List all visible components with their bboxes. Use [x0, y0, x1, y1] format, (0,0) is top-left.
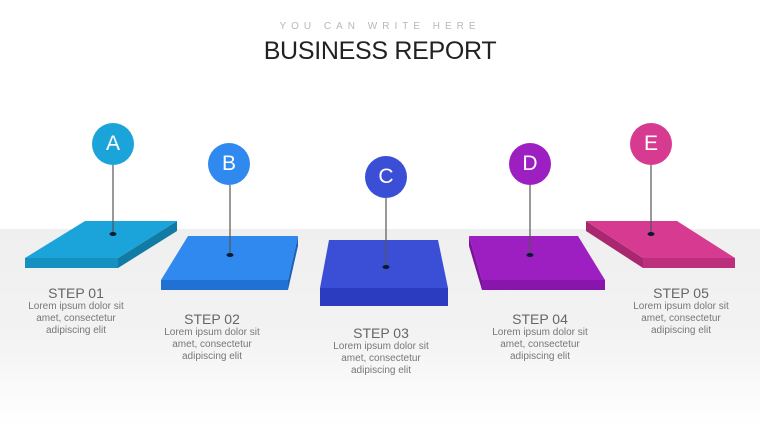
step-4: STEP 04 Lorem ipsum dolor sit amet, cons…: [475, 311, 605, 363]
platform-e: [586, 165, 735, 268]
step-desc-line: Lorem ipsum dolor sit: [28, 301, 124, 312]
step-title: STEP 05: [653, 285, 709, 301]
marker-a: A: [92, 123, 134, 165]
platform-c: [320, 198, 448, 306]
platform-b: [161, 185, 298, 290]
step-desc-line: Lorem ipsum dolor sit: [633, 301, 729, 312]
step-desc-line: Lorem ipsum dolor sit: [333, 341, 429, 352]
step-desc-line: adipiscing elit: [509, 351, 571, 362]
marker-d: D: [509, 143, 551, 185]
step-title: STEP 04: [512, 311, 568, 327]
step-desc-line: amet, consectetur: [500, 339, 580, 350]
marker-c: C: [365, 156, 407, 198]
step-5: STEP 05 Lorem ipsum dolor sit amet, cons…: [616, 285, 746, 337]
step-desc-line: adipiscing elit: [181, 351, 243, 362]
step-desc-line: amet, consectetur: [172, 339, 252, 350]
step-desc-line: amet, consectetur: [641, 313, 721, 324]
step-title: STEP 03: [353, 325, 409, 341]
marker-b: B: [208, 143, 250, 185]
marker-e: E: [630, 123, 672, 165]
step-desc-line: amet, consectetur: [36, 313, 116, 324]
step-desc-line: amet, consectetur: [341, 353, 421, 364]
step-title: STEP 01: [48, 285, 104, 301]
step-desc-line: adipiscing elit: [350, 365, 412, 376]
step-1: STEP 01 Lorem ipsum dolor sit amet, cons…: [11, 285, 141, 337]
step-desc-line: Lorem ipsum dolor sit: [492, 327, 588, 338]
step-desc-line: adipiscing elit: [650, 325, 712, 336]
step-2: STEP 02 Lorem ipsum dolor sit amet, cons…: [147, 311, 277, 363]
step-desc-line: adipiscing elit: [45, 325, 107, 336]
page-title: BUSINESS REPORT: [263, 37, 497, 65]
step-desc-line: Lorem ipsum dolor sit: [164, 327, 260, 338]
platform-d: [469, 185, 605, 290]
step-3: STEP 03 Lorem ipsum dolor sit amet, cons…: [316, 325, 446, 377]
subtitle: YOU CAN WRITE HERE: [279, 21, 481, 32]
step-title: STEP 02: [184, 311, 240, 327]
platform-a: [25, 165, 177, 268]
